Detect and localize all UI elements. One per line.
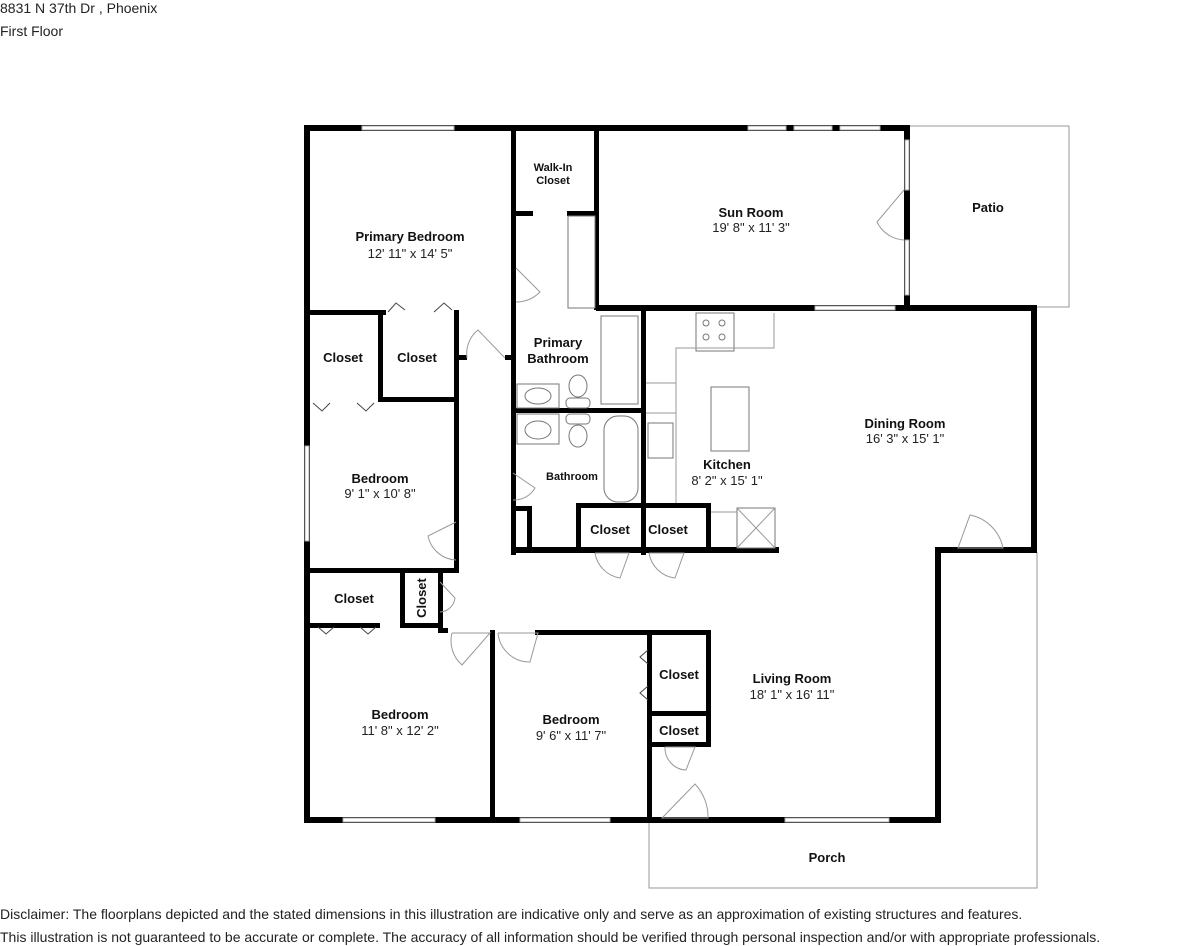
bedroom-3-dims: 9' 6" x 11' 7": [536, 728, 607, 743]
bedroom-3-label: Bedroom: [542, 712, 599, 727]
bedroom-2-label: Bedroom: [371, 707, 428, 722]
closet-g-label: Closet: [659, 667, 699, 682]
patio-label: Patio: [972, 200, 1004, 215]
interior-walls: [304, 125, 779, 822]
closet-a-label: Closet: [323, 350, 363, 365]
bedroom-1-dims: 9' 1" x 10' 8": [344, 486, 416, 501]
closet-f-label: Closet: [414, 577, 429, 617]
disclaimer-line-2: This illustration is not guaranteed to b…: [0, 929, 1101, 945]
porch-outline: [648, 552, 1038, 889]
porch-label: Porch: [809, 850, 846, 865]
primary-bedroom-label: Primary Bedroom: [355, 229, 464, 244]
windows: [304, 125, 910, 823]
bedroom-1-label: Bedroom: [351, 471, 408, 486]
closet-d-label: Closet: [648, 522, 688, 537]
closet-b-label: Closet: [397, 350, 437, 365]
doors: [427, 189, 1004, 819]
fixtures: [516, 215, 776, 549]
bifold-doors: [312, 302, 649, 701]
walk-in-closet-label-2: Closet: [536, 175, 570, 187]
primary-bathroom-label-1: Primary: [534, 335, 583, 350]
disclaimer-line-1: Disclaimer: The floorplans depicted and …: [0, 906, 1023, 922]
walk-in-closet-label-1: Walk-In: [534, 162, 573, 174]
kitchen-dims: 8' 2" x 15' 1": [691, 473, 763, 488]
sun-room-label: Sun Room: [719, 205, 784, 220]
bedroom-2-dims: 11' 8" x 12' 2": [361, 723, 439, 738]
dining-room-label: Dining Room: [865, 416, 946, 431]
kitchen-label: Kitchen: [703, 457, 751, 472]
patio-outline: [907, 125, 1070, 308]
closet-c-label: Closet: [590, 522, 630, 537]
dining-room-dims: 16' 3" x 15' 1": [866, 431, 945, 446]
floor-label: First Floor: [0, 23, 63, 39]
address-title: 8831 N 37th Dr , Phoenix: [0, 0, 158, 16]
bathroom-label: Bathroom: [546, 471, 598, 483]
closet-h-label: Closet: [659, 723, 699, 738]
primary-bathroom-label-2: Bathroom: [527, 351, 588, 366]
sun-room-dims: 19' 8" x 11' 3": [712, 220, 790, 235]
primary-bedroom-dims: 12' 11" x 14' 5": [368, 246, 453, 261]
living-room-label: Living Room: [753, 671, 832, 686]
living-room-dims: 18' 1" x 16' 11": [750, 687, 835, 702]
closet-e-label: Closet: [334, 591, 374, 606]
